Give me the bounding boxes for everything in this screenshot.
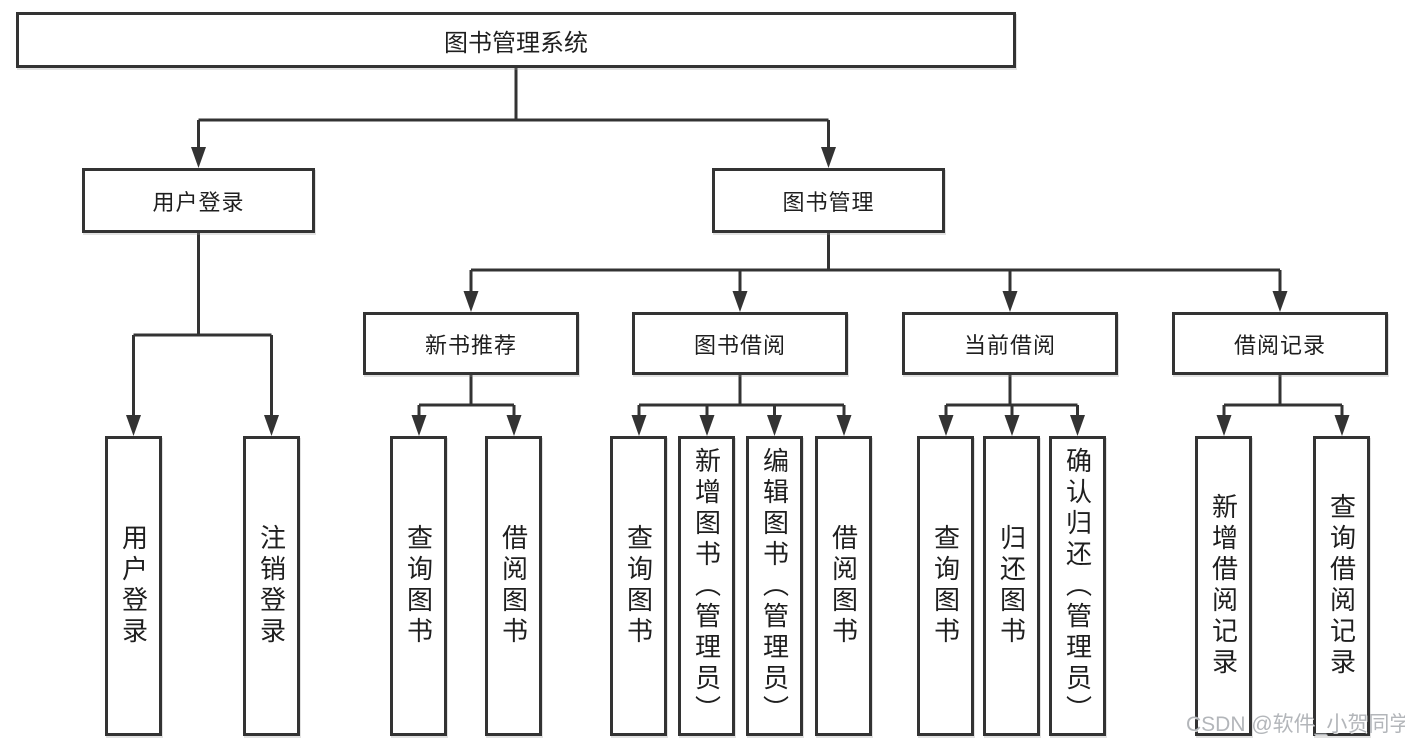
leaf-label: 借阅图书 (498, 524, 529, 648)
leaf-label: 查询图书 (403, 524, 434, 648)
arrowhead-icon (1070, 415, 1085, 436)
leaf-add-borrow-record: 新增借阅记录 (1195, 436, 1252, 736)
arrowhead-icon (732, 291, 748, 312)
arrowhead-icon (836, 415, 852, 436)
connector-login-to-leaves (132, 233, 273, 418)
leaf-add-books-admin: 新增图书（管理员） (678, 436, 735, 736)
arrowhead-icon (463, 291, 479, 312)
arrowhead-icon (264, 415, 279, 436)
arrowhead-icon (1002, 291, 1018, 312)
arrowhead-icon (191, 147, 206, 168)
leaf-label: 新增图书（管理员） (691, 446, 722, 726)
leaf-query-books: 查询图书 (917, 436, 974, 736)
leaf-label: 用户登录 (118, 524, 149, 648)
leaf-logout: 注销登录 (243, 436, 300, 736)
leaf-confirm-return-admin: 确认归还（管理员） (1049, 436, 1106, 736)
arrowhead-icon (1334, 415, 1350, 436)
leaf-label: 查询借阅记录 (1326, 493, 1357, 679)
leaf-label: 编辑图书（管理员） (759, 446, 790, 726)
arrowhead-icon (767, 415, 782, 436)
arrowhead-icon (411, 415, 427, 436)
leaf-label: 查询图书 (623, 524, 654, 648)
leaf-borrow-books: 借阅图书 (815, 436, 872, 736)
arrowhead-icon (1004, 415, 1020, 436)
arrowhead-icon (126, 415, 141, 436)
leaf-edit-books-admin: 编辑图书（管理员） (746, 436, 803, 736)
leaf-return-books: 归还图书 (983, 436, 1040, 736)
leaf-borrow-books: 借阅图书 (485, 436, 542, 736)
node-current-borrowing: 当前借阅 (902, 312, 1118, 375)
node-borrowing-records: 借阅记录 (1172, 312, 1388, 375)
leaf-label: 新增借阅记录 (1208, 493, 1239, 679)
arrowhead-icon (506, 415, 522, 436)
arrowhead-icon (821, 147, 836, 168)
connector-root-to-level2 (197, 68, 830, 150)
connector-records-to-leaves (1222, 375, 1344, 418)
leaf-label: 查询图书 (930, 524, 961, 648)
leaf-label: 借阅图书 (828, 524, 859, 648)
node-root-system: 图书管理系统 (16, 12, 1016, 68)
arrowhead-icon (1272, 291, 1288, 312)
arrowhead-icon (631, 415, 647, 436)
leaf-query-books: 查询图书 (390, 436, 447, 736)
connector-current-to-leaves (944, 375, 1079, 418)
connector-newbook-to-leaves (417, 375, 516, 418)
watermark: CSDN @软件_小贺同学 (1186, 713, 1405, 736)
leaf-query-books: 查询图书 (610, 436, 667, 736)
leaf-label: 注销登录 (256, 524, 287, 648)
arrowhead-icon (1216, 415, 1232, 436)
connector-mgmt-to-level3 (469, 233, 1282, 294)
node-book-management: 图书管理 (712, 168, 945, 233)
node-book-borrowing: 图书借阅 (632, 312, 848, 375)
node-user-login: 用户登录 (82, 168, 315, 233)
node-new-book-recommendation: 新书推荐 (363, 312, 579, 375)
leaf-query-borrow-record: 查询借阅记录 (1313, 436, 1370, 736)
leaf-user-login: 用户登录 (105, 436, 162, 736)
leaf-label: 归还图书 (996, 524, 1027, 648)
leaf-label: 确认归还（管理员） (1062, 446, 1093, 726)
arrowhead-icon (938, 415, 954, 436)
arrowhead-icon (699, 415, 715, 436)
connector-borrow-to-leaves (637, 375, 846, 418)
